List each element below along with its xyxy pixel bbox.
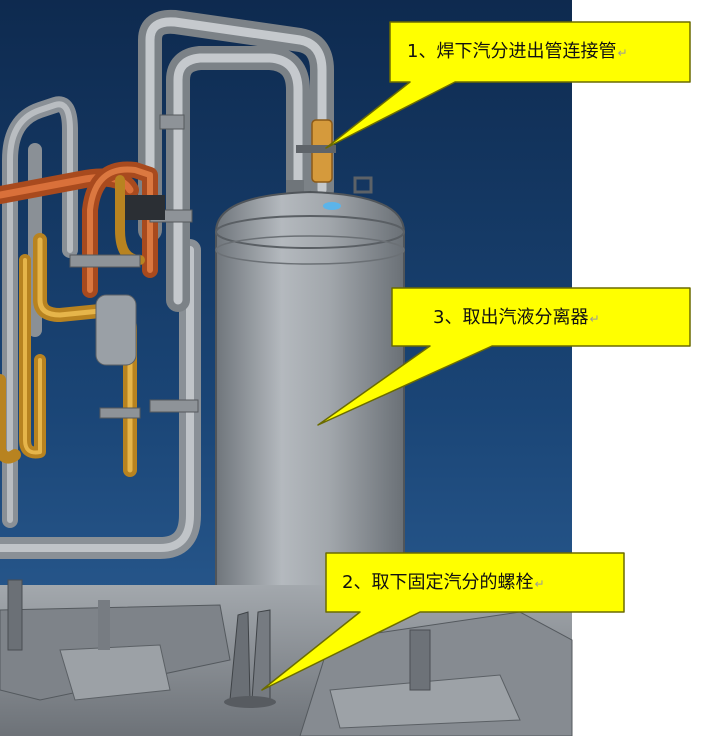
- callout-2-text: 2、取下固定汽分的螺栓↵: [342, 574, 545, 592]
- callout-2: [261, 552, 625, 691]
- white-margin: [572, 0, 704, 736]
- callout-3: [317, 287, 691, 426]
- paragraph-mark-icon: ↵: [617, 46, 628, 60]
- callout-3-label: 3、取出汽液分离器: [433, 307, 589, 328]
- gas-pipes: [138, 9, 334, 312]
- paragraph-mark-icon: ↵: [589, 312, 600, 326]
- callout-1-label: 1、焊下汽分进出管连接管: [407, 41, 617, 62]
- unit-base: [0, 579, 573, 736]
- callout-2-label: 2、取下固定汽分的螺栓: [342, 572, 534, 593]
- callout-3-text: 3、取出汽液分离器↵: [433, 309, 600, 327]
- paragraph-mark-icon: ↵: [534, 577, 545, 591]
- callout-1: [325, 21, 691, 149]
- callout-1-text: 1、焊下汽分进出管连接管↵: [407, 43, 628, 61]
- fixing-bolts: [224, 609, 276, 708]
- pipe-brackets: [69, 114, 199, 419]
